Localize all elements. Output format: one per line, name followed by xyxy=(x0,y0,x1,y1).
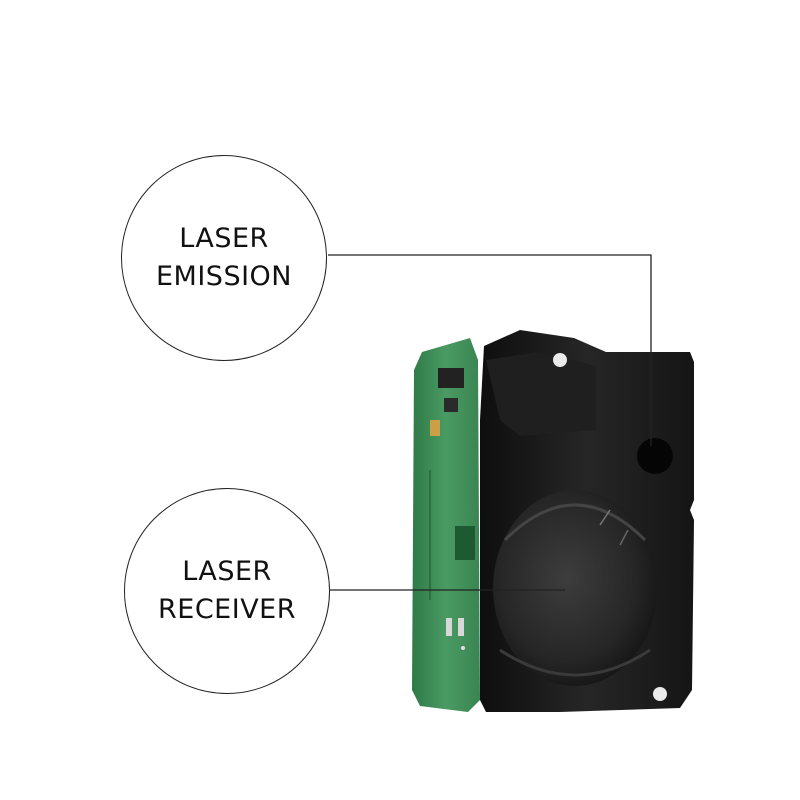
emission-leader-line xyxy=(328,254,652,446)
laser-emission-callout: LASER EMISSION xyxy=(121,155,327,361)
mounting-hole xyxy=(553,353,567,367)
pcb-pad xyxy=(455,526,475,560)
callout-line: LASER xyxy=(179,223,269,254)
laser-receiver-lens xyxy=(493,490,657,686)
chip-component xyxy=(444,398,458,412)
circuit-board xyxy=(412,338,480,712)
chip-component xyxy=(438,368,464,388)
pcb-pad xyxy=(446,618,452,636)
pcb-dot xyxy=(461,646,465,650)
laser-receiver-callout: LASER RECEIVER xyxy=(124,488,330,694)
pcb-pad xyxy=(458,618,464,636)
mounting-hole xyxy=(653,687,667,701)
sensor-housing xyxy=(480,330,694,712)
callout-line: EMISSION xyxy=(155,261,292,292)
callout-line: RECEIVER xyxy=(158,594,296,625)
capacitor-component xyxy=(430,420,440,436)
laser-emitter-aperture xyxy=(637,438,673,474)
callout-line: LASER xyxy=(182,556,272,587)
